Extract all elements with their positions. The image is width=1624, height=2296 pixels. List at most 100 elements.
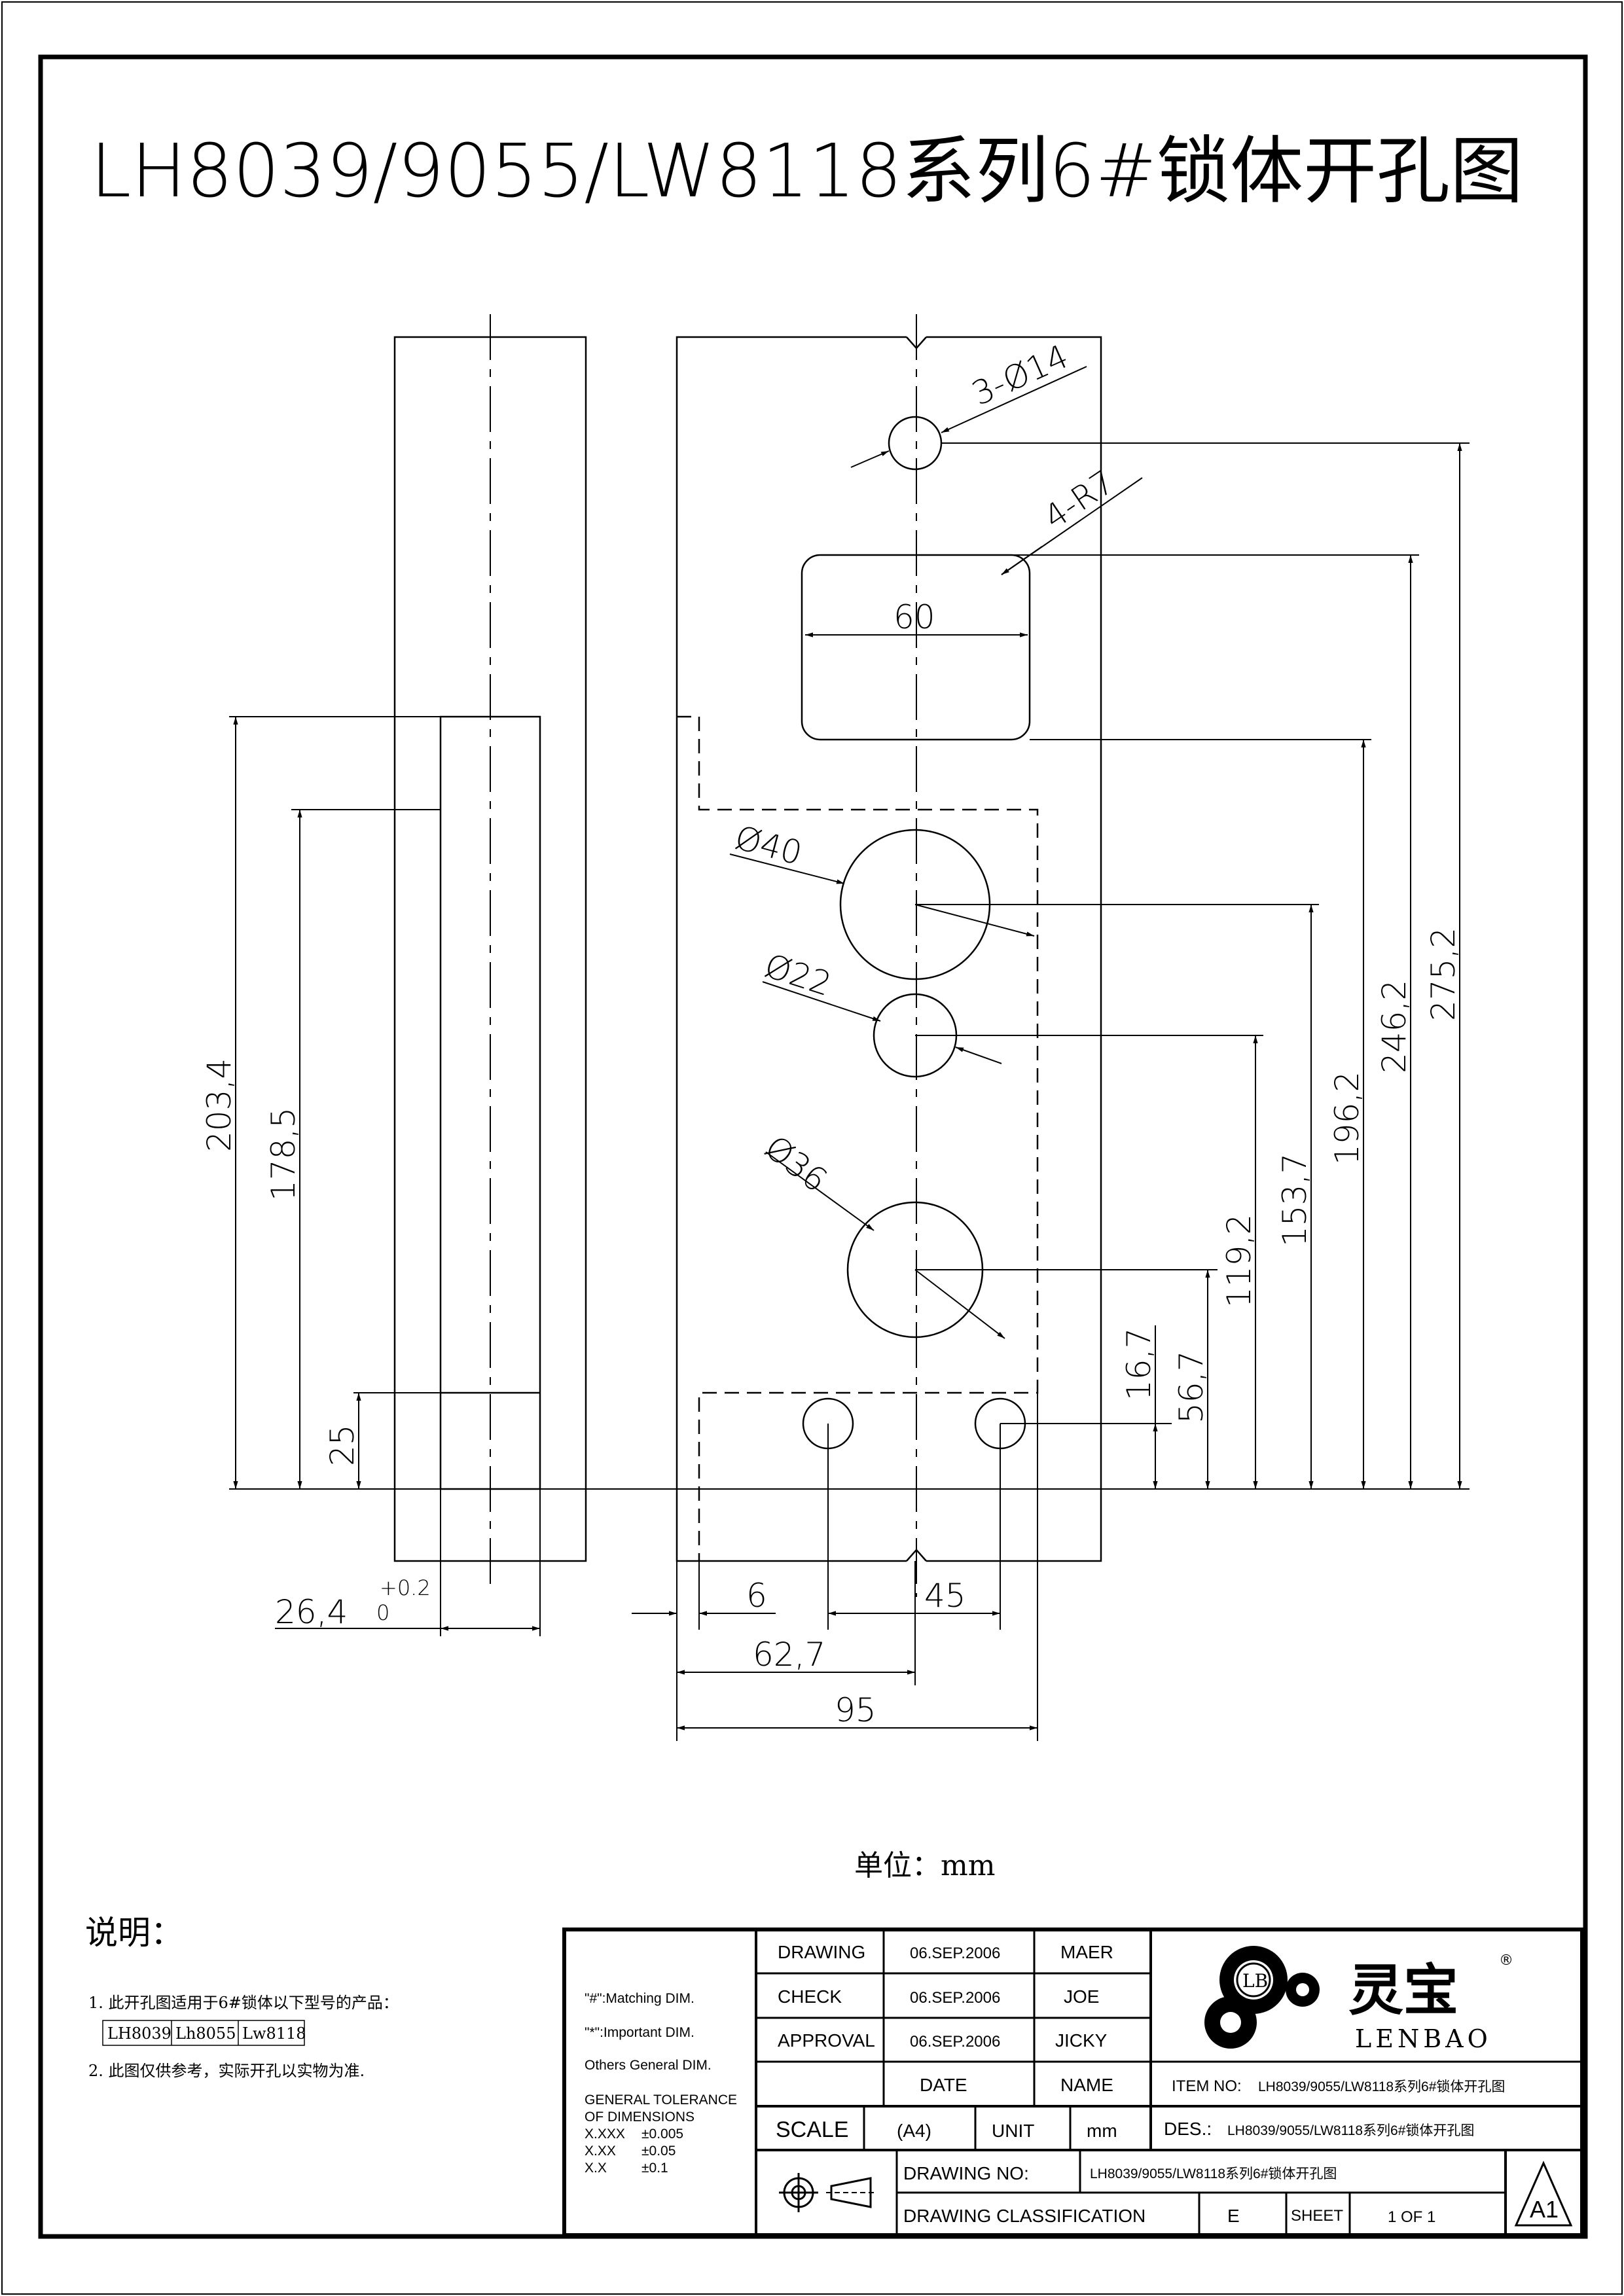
label-119: 119,2 [1220, 1214, 1258, 1308]
logo-badge-ring [1236, 1962, 1271, 1998]
unit-header: UNIT [992, 2121, 1034, 2141]
classification-label: DRAWING CLASSIFICATION [903, 2206, 1146, 2226]
unit-value: mm [1087, 2121, 1117, 2141]
hidden-lines [677, 715, 1039, 1561]
legend-matching: "#":Matching DIM. [585, 1991, 695, 2006]
leader-40a [729, 853, 845, 884]
tol-val-1: ±0.005 [641, 2126, 683, 2142]
label-25: 25 [323, 1424, 361, 1466]
role-drawing: DRAWING [778, 1942, 865, 1962]
label-153: 153,7 [1276, 1153, 1314, 1247]
label-45: 45 [924, 1577, 966, 1615]
legend-others: Others General DIM. [585, 2058, 712, 2073]
lenbao-logo: LB 灵宝 LENBAO ® [1204, 1946, 1513, 2053]
label-6: 6 [746, 1577, 767, 1615]
item-no-value: LH8039/9055/LW8118系列6#锁体开孔图 [1258, 2079, 1505, 2094]
tolerance-heading-2: OF DIMENSIONS [585, 2109, 695, 2125]
classification-value: E [1227, 2206, 1240, 2226]
name-approval: JICKY [1055, 2030, 1108, 2051]
sheet-label: SHEET [1291, 2207, 1343, 2225]
logo-chinese: 灵宝 [1348, 1958, 1458, 2022]
drawing-no-value: LH8039/9055/LW8118系列6#锁体开孔图 [1090, 2166, 1337, 2181]
note-line-1: 1. 此开孔图适用于6#锁体以下型号的产品： [88, 1994, 399, 2012]
date-header: DATE [920, 2075, 967, 2095]
unit-label: 单位：mm [854, 1849, 995, 1882]
hidden-lock-body [677, 715, 1039, 1561]
label-203: 203,4 [200, 1058, 238, 1152]
label-4-r7: 4-R7 [1037, 463, 1121, 537]
legend-important: "*":Important DIM. [585, 2025, 695, 2040]
tb-frame [562, 1928, 1584, 2237]
label-62: 62,7 [753, 1636, 825, 1674]
logo-english: LENBAO [1355, 2024, 1492, 2053]
tolerance-heading-1: GENERAL TOLERANCE [585, 2092, 737, 2108]
label-dia-36: Ø36 [758, 1128, 835, 1200]
drawing-no-label: DRAWING NO: [903, 2163, 1029, 2183]
label-dia-22: Ø22 [760, 946, 836, 1003]
tol-fmt-1: X.XXX [585, 2126, 625, 2142]
date-drawing: 06.SEP.2006 [910, 1945, 1000, 1962]
item-no-label: ITEM NO: [1172, 2077, 1242, 2095]
proj-cone [830, 2177, 872, 2208]
name-header: NAME [1060, 2075, 1113, 2095]
scale-label: SCALE [776, 2117, 849, 2142]
des-label: DES.: [1164, 2119, 1212, 2139]
label-3-14: 3-Ø14 [966, 337, 1074, 413]
extension-lines [229, 442, 1470, 1741]
center-lines [490, 314, 917, 1597]
date-approval: 06.SEP.2006 [910, 2033, 1000, 2051]
des-value: LH8039/9055/LW8118系列6#锁体开孔图 [1227, 2123, 1474, 2138]
leader-3-14b [941, 366, 1087, 433]
logo-hole-right [1296, 1983, 1309, 1996]
tol-fmt-3: X.X [585, 2161, 607, 2176]
label-26: 26,4 [275, 1593, 348, 1631]
size-mark: A1 [1530, 2196, 1559, 2223]
label-tol-lower: 0 [376, 1600, 389, 1625]
model-table: LH8039 Lh8055 Lw8118 [102, 2020, 306, 2046]
sheet-value: 1 OF 1 [1388, 2208, 1435, 2226]
dimension-lines [233, 366, 1462, 1731]
registered-mark: ® [1499, 1952, 1513, 1969]
scale-value: (A4) [897, 2121, 931, 2141]
name-drawing: MAER [1060, 1942, 1113, 1962]
logo-badge-text: LB [1242, 1970, 1268, 1992]
notes-heading: 说明： [85, 1914, 183, 1952]
dimension-labels: 3-Ø14 4-R7 60 Ø40 Ø22 Ø36 275,2 246,2 19… [200, 337, 1462, 1729]
tol-val-3: ±0.1 [641, 2161, 668, 2176]
part-outlines [393, 336, 1102, 1562]
role-check: CHECK [778, 1986, 842, 2007]
leader-36a [765, 1151, 875, 1231]
label-178: 178,5 [264, 1107, 302, 1201]
label-246: 246,2 [1375, 980, 1413, 1073]
model-3: Lw8118 [242, 2024, 306, 2043]
leader-22a [762, 981, 881, 1022]
label-95: 95 [835, 1691, 876, 1729]
model-table-frame [102, 2020, 305, 2046]
model-2: Lh8055 [175, 2024, 236, 2043]
leader-3-14a [850, 450, 890, 468]
label-56: 56,7 [1172, 1351, 1210, 1424]
logo-badge-bg [1234, 1960, 1273, 2000]
title-block-grid [562, 1928, 1584, 2237]
tol-fmt-2: X.XX [585, 2144, 616, 2159]
tol-val-2: ±0.05 [641, 2144, 676, 2159]
projection-symbol-icon [779, 2173, 877, 2212]
leader-4-r7-arrow [1001, 546, 1043, 575]
size-triangle-icon [1514, 2161, 1573, 2227]
note-line-2: 2. 此图仅供参考，实际开孔以实物为准. [88, 2062, 365, 2080]
title-block: "#":Matching DIM. "*":Important DIM. Oth… [562, 1928, 1584, 2237]
role-approval: APPROVAL [778, 2030, 875, 2051]
logo-hole-lower [1220, 2012, 1241, 2033]
hole-top [888, 416, 943, 471]
leader-22b [955, 1047, 1002, 1064]
leader-40b [914, 904, 1035, 937]
label-tol-upper: +0.2 [380, 1575, 431, 1600]
label-196: 196,2 [1328, 1071, 1366, 1165]
label-16: 16,7 [1120, 1328, 1158, 1401]
name-check: JOE [1064, 1986, 1099, 2007]
label-dia-40: Ø40 [731, 819, 806, 873]
front-plate-left [676, 336, 907, 1562]
label-60: 60 [893, 598, 935, 636]
